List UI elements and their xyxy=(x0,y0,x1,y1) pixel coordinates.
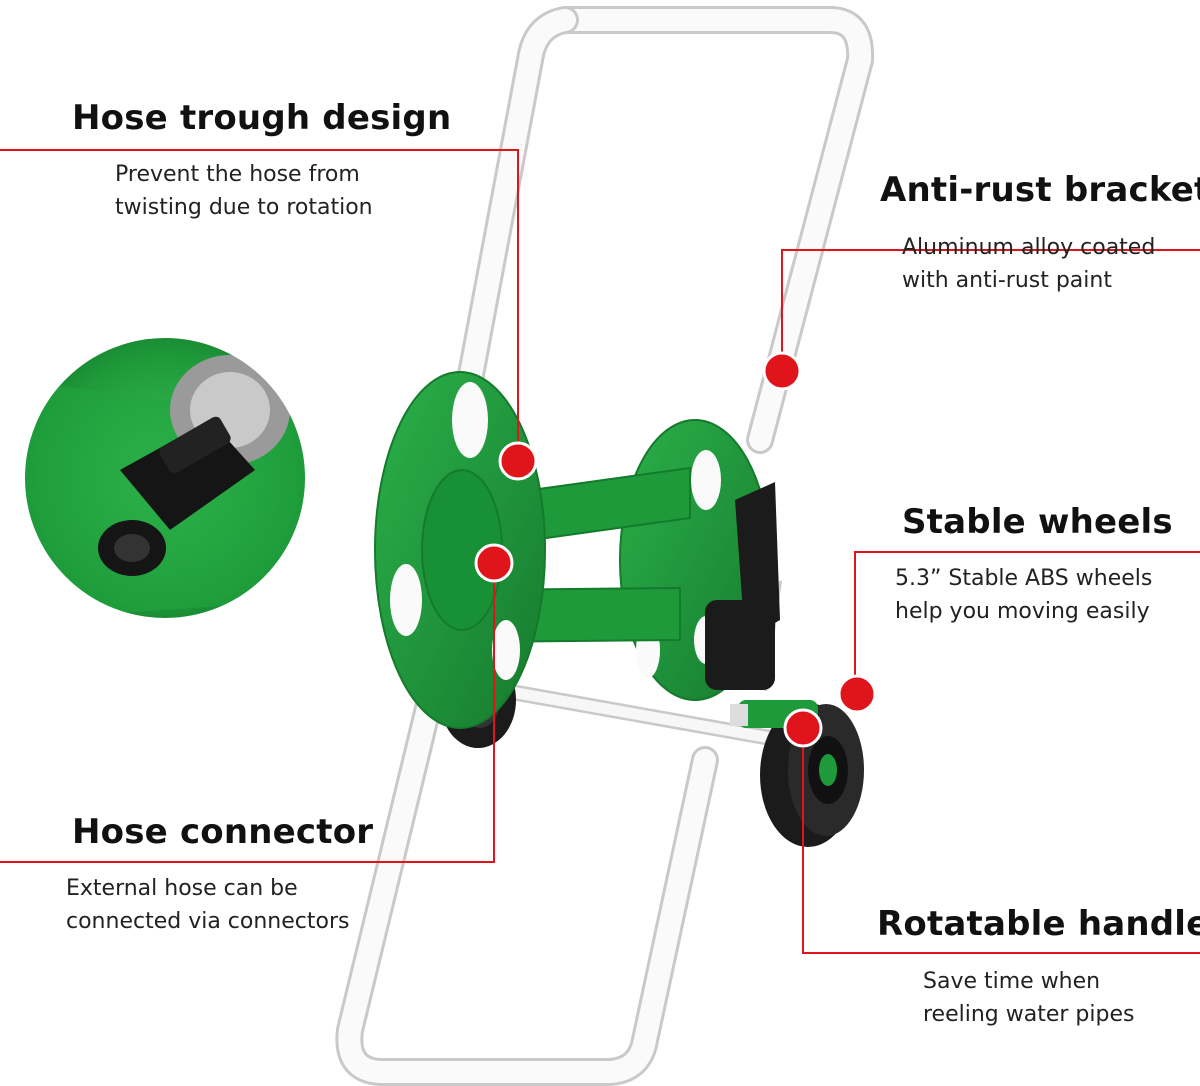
description-line: reeling water pipes xyxy=(923,1002,1135,1027)
callout-description: External hose can be connected via conne… xyxy=(66,872,349,938)
detail-inset-connector xyxy=(21,334,309,622)
callout-title: Hose connector xyxy=(72,812,374,852)
leader-lines xyxy=(0,149,1200,954)
description-line: connected via connectors xyxy=(66,909,350,934)
callout-description: 5.3” Stable ABS wheels help you moving e… xyxy=(895,562,1152,628)
callout-description: Prevent the hose from twisting due to ro… xyxy=(115,158,373,224)
description-line: Prevent the hose from xyxy=(115,162,360,187)
description-line: Save time when xyxy=(923,969,1101,994)
callout-title: Hose trough design xyxy=(72,98,452,138)
callout-title: Anti-rust bracket xyxy=(880,170,1200,210)
callout-title: Rotatable handle xyxy=(877,904,1200,944)
callout-description: Save time when reeling water pipes xyxy=(923,965,1134,1031)
description-line: twisting due to rotation xyxy=(115,195,373,220)
description-line: External hose can be xyxy=(66,876,298,901)
marker-dots xyxy=(474,351,877,748)
description-line: 5.3” Stable ABS wheels xyxy=(895,566,1153,591)
callout-title: Stable wheels xyxy=(902,502,1173,542)
description-line: help you moving easily xyxy=(895,599,1150,624)
description-line: with anti-rust paint xyxy=(902,268,1112,293)
description-line: Aluminum alloy coated xyxy=(902,235,1156,260)
callout-description: Aluminum alloy coated with anti-rust pai… xyxy=(902,231,1155,297)
frame xyxy=(335,6,875,1086)
